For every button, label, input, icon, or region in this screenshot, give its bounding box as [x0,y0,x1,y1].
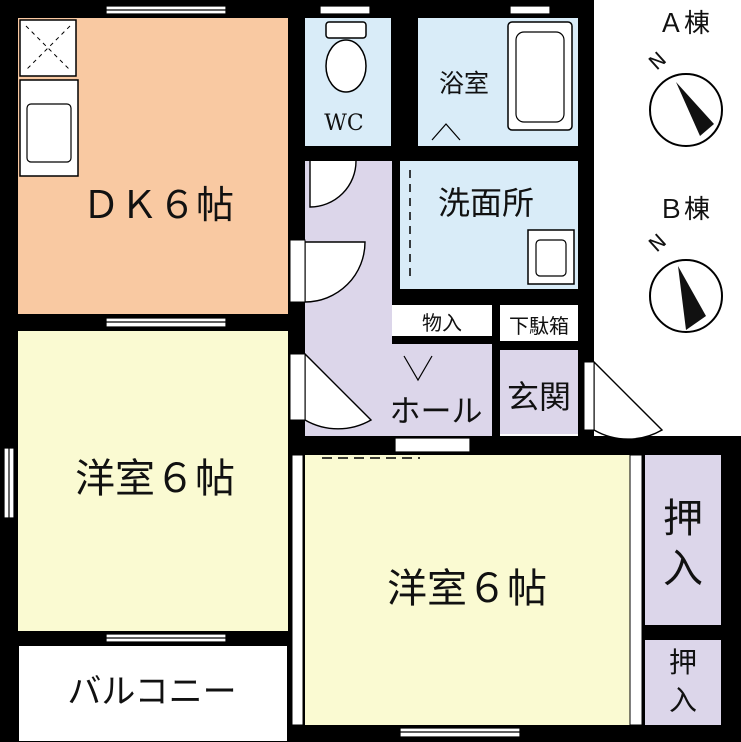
wall [305,146,594,161]
room-label-western-1: 洋室６帖 [75,456,235,502]
door-leaf [583,361,595,431]
room-label-shoe-box: 下駄箱 [509,314,569,338]
room-label-wc: WC [324,111,363,136]
north-label-b: N [644,229,671,257]
western-room-1-fill [18,331,290,631]
wall [645,625,721,640]
wall [392,161,400,289]
compass-b: Ｂ棟 N [644,195,723,333]
closet-2-fill [645,640,721,725]
building-label-a: Ａ棟 [658,9,710,39]
room-label-bath: 浴室 [439,69,489,98]
door-indicator [431,123,461,141]
room-label-closet-1: 押入 [663,496,703,592]
stove-icon [19,19,77,77]
wash-basin-icon [527,229,575,285]
compass-circle [649,73,723,147]
room-label-washroom: 洗面所 [438,184,534,222]
room-label-hall: ホール [390,394,483,430]
room-label-dk: ＤＫ６帖 [82,183,234,227]
toilet-icon [325,21,367,93]
wall [721,436,741,742]
wall [578,0,594,440]
room-label-entrance: 玄関 [507,378,571,416]
windows [3,5,551,738]
balcony-floor [17,644,289,742]
hall-fill [305,161,500,436]
door-indicator [403,355,433,382]
room-label-western-2: 洋室６帖 [387,566,547,612]
north-arrow-icon [676,82,714,136]
window [319,5,371,15]
north-arrow-icon [678,266,706,330]
room-label-balcony: バルコニー [67,672,236,712]
door-swing-entrance [593,360,664,440]
entrance-fill [500,350,578,434]
sliding-door [629,454,643,726]
compass-a: Ａ棟 N [644,9,723,147]
door-swing-wc [309,160,357,208]
door-leaf [289,353,306,421]
fixtures [19,19,575,285]
room-fills [18,18,721,725]
shoe-box-fill [500,305,578,341]
door-leaf [289,239,306,303]
closet-1-fill [645,455,721,625]
building-label-b: Ｂ棟 [658,195,710,225]
wall [642,455,645,725]
doors [289,123,664,726]
wall [392,336,500,344]
room-label-storage: 物入 [422,311,462,335]
wall [391,18,418,146]
sink-icon [19,79,79,177]
bathtub-icon [507,21,573,131]
wall [492,305,500,436]
room-label-closet-2: 押入 [669,646,697,717]
wall [0,0,18,742]
wall [305,436,741,455]
wall [392,289,594,305]
north-label-a: N [644,47,671,75]
door-swing-hall [304,241,366,303]
sliding-door [291,454,304,726]
window [394,437,471,453]
balcony [17,644,289,742]
storage-small-fill [392,305,492,337]
door-swing-western [304,352,373,430]
window [509,5,551,15]
western-room-2-fill [305,455,642,725]
room-labels: ＤＫ６帖 WC 浴室 洗面所 物入 下駄箱 玄関 ホール 洋室６帖 洋室６帖 バ… [67,69,703,717]
wall [500,341,578,350]
